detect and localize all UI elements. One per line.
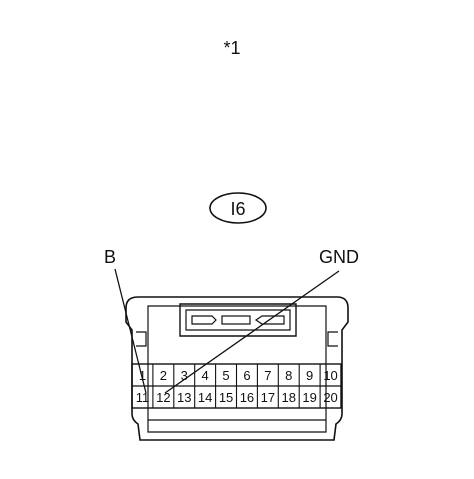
pin-number-10: 10 [323,368,337,383]
side-slot-right [327,331,338,347]
pin-number-12: 12 [156,390,170,405]
pin-number-6: 6 [243,368,250,383]
connector-housing [125,296,349,441]
pin-number-15: 15 [219,390,233,405]
leader-line-gnd [164,270,340,394]
lock-latch-center [221,315,251,325]
pin-number-1: 1 [139,368,146,383]
pin-number-9: 9 [306,368,313,383]
callout-label-gnd: GND [319,247,359,267]
pin-number-19: 19 [302,390,316,405]
pin-number-14: 14 [198,390,212,405]
callout-label-b: B [104,247,116,267]
lock-latch-right [254,315,285,325]
pin-number-5: 5 [222,368,229,383]
pin-number-18: 18 [282,390,296,405]
pin-number-20: 20 [323,390,337,405]
side-slot-left [136,331,147,347]
pin-number-3: 3 [181,368,188,383]
connector-id-label: I6 [230,199,245,219]
leader-line-b [114,268,147,394]
locking-tab-inner [185,309,291,331]
connector-id-oval [209,192,267,224]
pin-number-8: 8 [285,368,292,383]
lock-latch-left [191,315,217,325]
pin-number-13: 13 [177,390,191,405]
pin-number-2: 2 [160,368,167,383]
pin-number-7: 7 [264,368,271,383]
pin-number-11: 11 [136,390,150,405]
pin-number-16: 16 [240,390,254,405]
locking-tab [179,303,297,337]
connector-base [147,420,327,433]
pin-number-4: 4 [202,368,209,383]
pin-number-17: 17 [261,390,275,405]
view-marker: *1 [223,38,240,58]
